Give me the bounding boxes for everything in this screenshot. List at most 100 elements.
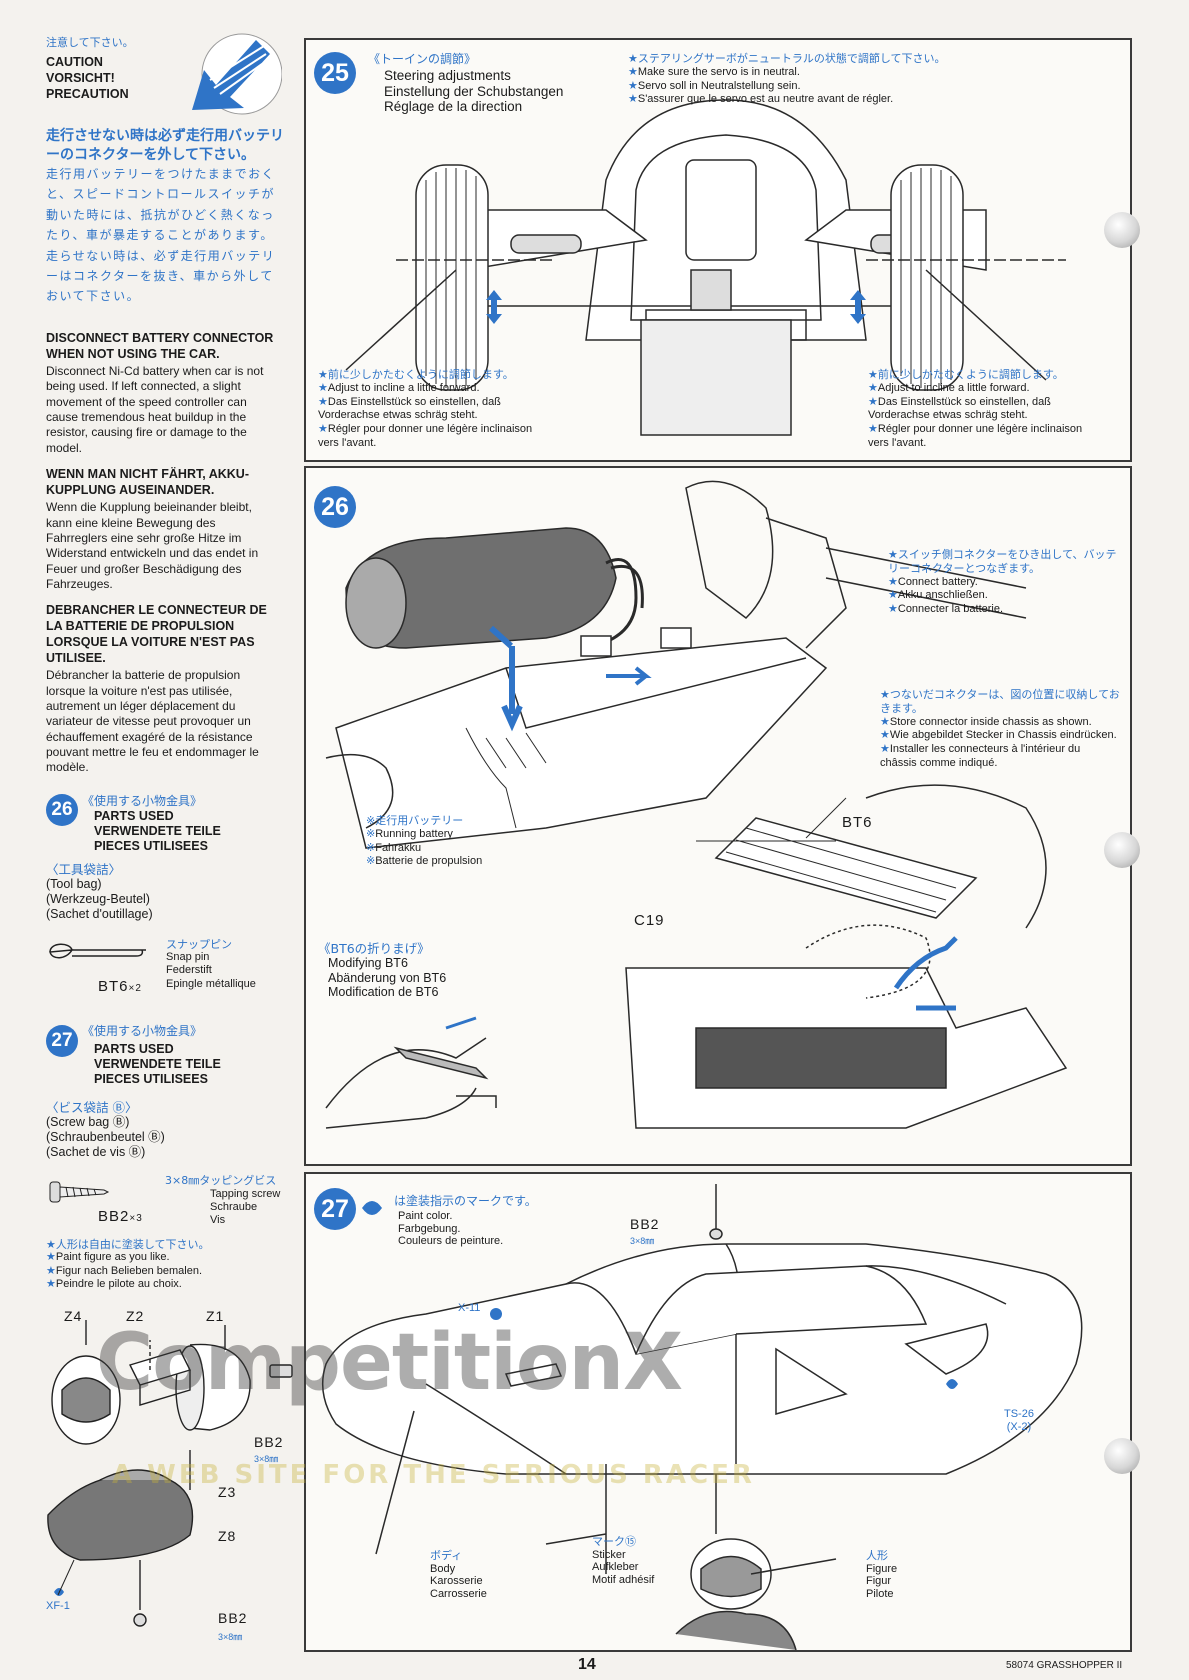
watermark-logo: CompetitionX [96,1318,683,1408]
parts26-fr: PIECES UTILISEES [94,838,208,853]
store-connector-de: Wie abgebildet Stecker in Chassis eindrü… [889,729,1117,742]
battery-install-drawing [325,480,1068,1129]
parts27-fr: PIECES UTILISEES [94,1071,208,1086]
figure-label-en: Figure [866,1562,898,1575]
running-battery-fr: Batterie de propulsion [375,855,483,868]
modify-bt6-de: Abänderung von BT6 [328,970,447,985]
store-connector-note: ★つないだコネクターは、図の位置に収納しておきます。 ★Store connec… [880,688,1120,769]
body-label: ボディ Body Karosserie Carrosserie [430,1549,487,1601]
figure-paint-note: ★人形は自由に塗装して下さい。 ★Paint figure as you lik… [46,1238,210,1291]
caution-de-title: WENN MAN NICHT FÄHRT, AKKU-KUPPLUNG AUSE… [46,467,249,498]
running-battery-de: Fahrakku [375,841,422,854]
caution-jp-body: 走行用バッテリーをつけたままでおくと、スピードコントロールスイッチが動いた時には… [46,167,276,304]
parts27-jp-title: 《使用する小物金具》 [82,1024,203,1038]
front-steering-drawing [345,99,1066,436]
caution-de: VORSICHT! [46,71,115,86]
label-bt6: BT6 [842,814,873,831]
step27-panel: 27 は塗装指示のマークです。 Paint color. Farbgebung.… [304,1172,1132,1652]
parts27-bag-en: (Screw bag Ⓑ) [46,1115,130,1129]
label-ts26-code: TS-26 [1004,1408,1034,1420]
parts26-de: VERWENDETE TEILE [94,823,221,838]
servo-note: ★ステアリングサーボがニュートラルの状態で調節して下さい。 ★Make sure… [628,52,1008,107]
figure-assembly-drawing [47,1320,293,1627]
parts26-bag-en: (Tool bag) [46,877,102,891]
label-x11: X-11 [458,1302,481,1314]
binder-hole [1104,212,1140,248]
right-adjust-en: Adjust to incline a little forward. [877,381,1030,394]
figure-paint-de: Figur nach Belieben bemalen. [55,1264,203,1277]
parts26-part-fr: Epingle métallique [166,977,256,990]
caution-de-body: Wenn die Kupplung beieinander bleibt, ka… [46,500,259,591]
label-bb2-body-size: 3×8㎜ [630,1236,655,1246]
body-label-en: Body [430,1562,456,1575]
body-shell-drawing [321,1184,1083,1650]
parts26-bag-fr: (Sachet d'outillage) [46,907,153,921]
parts26-en: PARTS USED [94,809,174,823]
body-label-de: Karosserie [430,1575,483,1588]
paint-mark-note: Paint color. Farbgebung. Couleurs de pei… [398,1210,503,1248]
parts26-bag-jp: 〈工具袋詰〉 [46,862,122,877]
step26-number-badge: 26 [314,486,356,528]
label-ts26: TS-26 (X-2) [1004,1408,1034,1434]
caution-fr-body: Débrancher la batterie de propulsion lor… [46,668,259,775]
parts26-part-desc: スナップピン Snap pin Federstift Epingle métal… [166,938,256,991]
parts26-part-jp: スナップピン [166,938,232,951]
watermark-tagline: A WEB SITE FOR THE SERIOUS RACER [112,1460,755,1490]
step25-number-badge: 25 [314,52,356,94]
figure-label-jp: 人形 [866,1549,888,1562]
parts26-code: BT6×2 [98,978,142,995]
parts27-number-badge: 27 [46,1025,78,1057]
left-adjust-jp: ★前に少しかたむくように調節します。 [318,368,514,381]
parts27-part-en: Tapping screw [210,1188,281,1200]
label-bb2-base: BB2 [218,1610,248,1626]
parts27-bag-de: (Schraubenbeutel Ⓑ) [46,1130,165,1144]
label-z3: Z3 [218,1484,237,1500]
paint-mark-jp: は塗装指示のマークです。 [394,1194,537,1208]
label-z1: Z1 [206,1308,225,1324]
connect-battery-fr: Connecter la batterie. [897,603,1004,615]
left-adjust-en: Adjust to incline a little forward. [327,381,480,394]
label-z8: Z8 [218,1528,237,1544]
label-z2: Z2 [126,1308,145,1324]
store-connector-fr: Installer les connecteurs à l'intérieur … [880,743,1081,769]
connect-battery-en: Connect battery. [897,575,978,588]
step25-panel: 25 《トーインの調節》 Steering adjustments Einste… [304,38,1132,462]
label-bb2-body: BB2 [630,1216,660,1232]
figure-paint-jp: ★人形は自由に塗装して下さい。 [46,1238,210,1251]
caution-jp-title: 走行させない時は必ず走行用バッテリーのコネクターを外して下さい。 [46,128,284,163]
paint-mark-de: Farbgebung. [398,1222,461,1235]
paint-mark-en: Paint color. [398,1210,453,1222]
label-z4: Z4 [64,1308,83,1324]
connect-battery-de: Akku anschließen. [897,589,988,602]
step25-jp-title: 《トーインの調節》 [368,52,477,66]
caution-en: CAUTION [46,55,103,70]
parts27-bag: 〈ビス袋詰 Ⓑ〉 (Screw bag Ⓑ) (Schraubenbeutel … [46,1100,165,1160]
page-number: 14 [578,1656,596,1673]
store-connector-en: Store connector inside chassis as shown. [889,715,1092,728]
step25-de: Einstellung der Schubstangen [384,83,564,99]
parts27-code: BB2×3 [98,1208,143,1225]
connect-battery-jp: ★スイッチ側コネクターをひき出して、バッテリーコネクターとつなぎます。 [888,548,1117,575]
parts26-bag: 〈工具袋詰〉 (Tool bag) (Werkzeug-Beutel) (Sac… [46,862,153,922]
parts27-part-de: Schraube [210,1201,258,1214]
label-bb2-figure-size: 3×8㎜ [254,1454,279,1464]
modify-bt6-jp: 《BT6の折りまげ》 [318,941,430,956]
snap-pin-icon [49,943,146,959]
parts27-part-jp: 3×8㎜タッピングビス [165,1174,277,1187]
binder-hole [1104,832,1140,868]
running-battery-jp: ※走行用バッテリー [366,814,464,827]
parts27-bag-fr: (Sachet de vis Ⓑ) [46,1145,146,1159]
figure-paint-en: Paint figure as you like. [55,1251,170,1264]
right-adjust-de: Das Einstellstück so einstellen, daß Vor… [868,395,1051,422]
right-adjust-fr: Régler pour donner une légère inclinaiso… [868,423,1083,449]
servo-note-fr: S'assurer que le servo est au neutre ava… [637,93,894,106]
parts27-part-fr: Vis [210,1214,226,1227]
modify-bt6-note: 《BT6の折りまげ》 Modifying BT6 Abänderung von … [318,941,447,1000]
label-xf1: XF-1 [46,1600,70,1612]
right-adjust-note: ★前に少しかたむくように調節します。 ★Adjust to incline a … [868,368,1098,451]
modify-bt6-fr: Modification de BT6 [328,985,439,1000]
left-adjust-de: Das Einstellstück so einstellen, daß Vor… [318,395,501,422]
label-bb2-figure: BB2 [254,1434,284,1450]
paint-mark-fr: Couleurs de peinture. [398,1235,504,1248]
left-adjust-fr: Régler pour donner une légère inclinaiso… [318,423,533,449]
